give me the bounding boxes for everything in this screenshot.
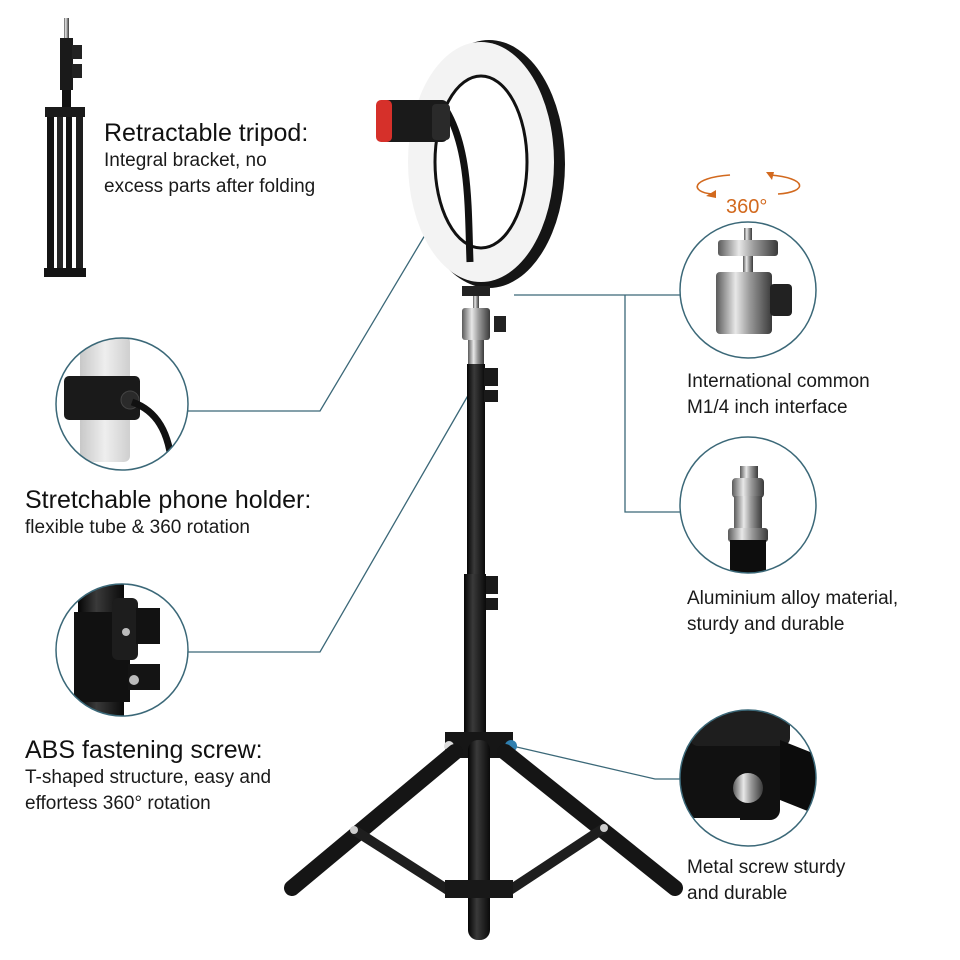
metal-screw-closeup-icon [679, 709, 817, 847]
feature-metal-screw: Metal screw sturdy and durable [687, 855, 845, 907]
ball-head-closeup-icon [679, 221, 817, 359]
rotation-label: 360° [726, 196, 768, 218]
feature-description-line: International common [687, 371, 870, 392]
fastening-screw-closeup-icon [55, 583, 189, 717]
connector-lines [186, 167, 680, 780]
feature-description-line: sturdy and durable [687, 614, 845, 635]
feature-description-line: Integral bracket, no [104, 150, 267, 171]
feature-description-line: effortess 360° rotation [25, 793, 211, 814]
tripod-icon [284, 286, 683, 940]
rotation-arrows-icon [696, 172, 801, 198]
feature-description-line: Aluminium alloy material, [687, 588, 899, 609]
feature-title: ABS fastening screw: [25, 736, 263, 764]
phone-holder-closeup-icon [55, 337, 189, 471]
feature-description-line: M1/4 inch interface [687, 397, 848, 418]
aluminium-stud-closeup-icon [679, 436, 817, 574]
feature-retractable-tripod: Retractable tripod: Integral bracket, no… [104, 118, 315, 200]
feature-phone-holder: Stretchable phone holder: flexible tube … [25, 485, 311, 541]
feature-description-line: excess parts after folding [104, 176, 316, 197]
feature-fastening-screw: ABS fastening screw: T-shaped structure,… [25, 735, 271, 817]
feature-title: Stretchable phone holder: [25, 486, 312, 514]
feature-description-line: flexible tube & 360 rotation [25, 517, 250, 538]
ring-light-icon [376, 40, 565, 288]
feature-description-line: and durable [687, 883, 788, 904]
feature-interface: International common M1/4 inch interface [687, 369, 870, 421]
feature-aluminium: Aluminium alloy material, sturdy and dur… [687, 586, 898, 638]
feature-description-line: T-shaped structure, easy and [25, 767, 272, 788]
folded-tripod-icon [44, 18, 86, 277]
feature-title: Retractable tripod: [104, 119, 309, 147]
feature-description-line: Metal screw sturdy [687, 857, 846, 878]
